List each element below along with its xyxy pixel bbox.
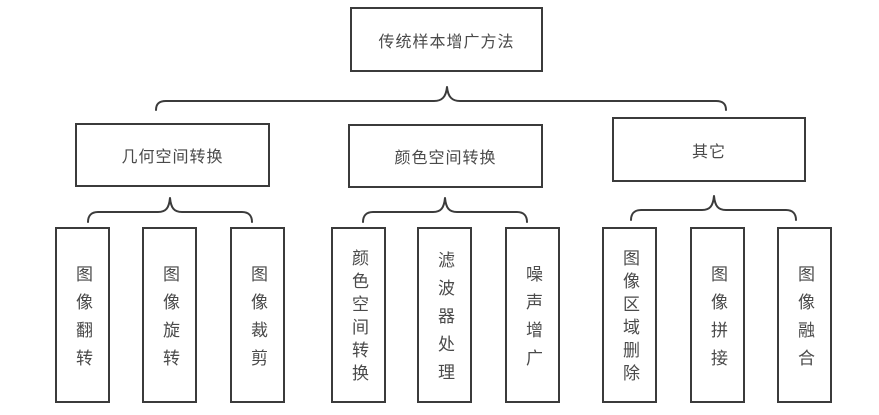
- group-node-color-label: 颜色空间转换: [394, 150, 497, 167]
- brace-connector-color: [362, 197, 528, 223]
- leaf-node-image-crop: 图像裁剪: [230, 227, 285, 403]
- brace-connector-other: [630, 195, 797, 221]
- leaf-node-image-flip: 图像翻转: [55, 227, 110, 403]
- leaf-node-image-stitching: 图像拼接: [690, 227, 745, 403]
- leaf-node-region-erase: 图像区域删除: [602, 227, 657, 403]
- leaf-node-region-erase-label: 图像区域删除: [620, 249, 639, 387]
- leaf-node-filter-processing: 滤波器处理: [417, 227, 472, 403]
- group-node-other-label: 其它: [691, 143, 726, 161]
- leaf-node-noise-augmentation: 噪声增广: [505, 227, 560, 403]
- root-node-label: 传统样本增广方法: [378, 33, 515, 51]
- group-node-geometric-label: 几何空间转换: [121, 149, 224, 166]
- leaf-node-image-rotate: 图像旋转: [142, 227, 197, 403]
- leaf-node-filter-processing-label: 滤波器处理: [435, 250, 454, 391]
- leaf-node-image-flip-label: 图像翻转: [73, 264, 92, 377]
- leaf-node-noise-augmentation-label: 噪声增广: [523, 264, 542, 377]
- leaf-node-image-fusion-label: 图像融合: [795, 264, 814, 377]
- leaf-node-image-rotate-label: 图像旋转: [160, 264, 179, 377]
- root-node: 传统样本增广方法: [350, 7, 543, 72]
- group-node-color: 颜色空间转换: [348, 124, 543, 188]
- leaf-node-image-crop-label: 图像裁剪: [248, 264, 267, 377]
- leaf-node-image-stitching-label: 图像拼接: [708, 264, 727, 377]
- group-node-other: 其它: [612, 117, 806, 182]
- leaf-node-color-space-transform: 颜色空间转换: [331, 227, 386, 403]
- brace-connector-geometric: [87, 197, 253, 223]
- brace-connector-root: [155, 86, 727, 111]
- group-node-geometric: 几何空间转换: [75, 123, 270, 187]
- leaf-node-image-fusion: 图像融合: [777, 227, 832, 403]
- leaf-node-color-space-transform-label: 颜色空间转换: [349, 249, 368, 387]
